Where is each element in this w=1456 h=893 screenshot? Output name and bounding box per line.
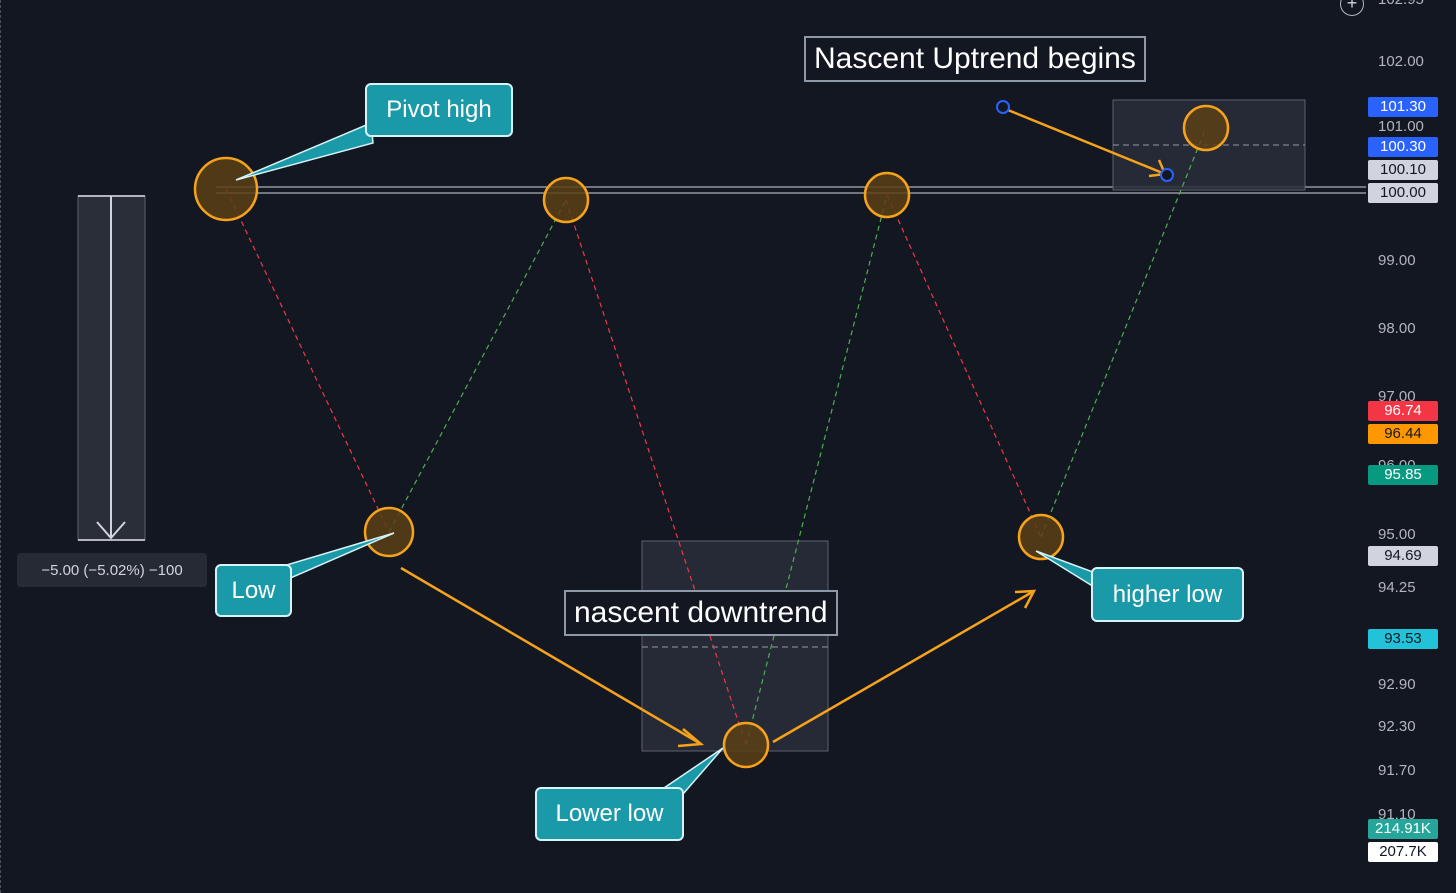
chart-canvas[interactable] — [1, 0, 1367, 893]
up-leg-1[interactable] — [388, 199, 567, 533]
down-leg-3[interactable] — [886, 194, 1042, 538]
up-leg-3[interactable] — [1040, 127, 1207, 538]
price-tick: 102.95 — [1378, 0, 1424, 9]
uptrend-arrow[interactable] — [1002, 106, 1166, 176]
price-tick: 94.25 — [1378, 579, 1416, 596]
price-tag: 95.85 — [1368, 465, 1438, 485]
swing-high-marker-1[interactable] — [542, 176, 590, 224]
uptrend-high-marker[interactable] — [1182, 104, 1230, 152]
nascent-uptrend-label[interactable]: Nascent Uptrend begins — [804, 36, 1146, 82]
price-tick: 101.00 — [1378, 118, 1424, 135]
price-tick: 91.10 — [1378, 806, 1416, 823]
pivot-high-callout[interactable]: Pivot high — [365, 83, 513, 137]
lower-low-marker[interactable] — [722, 721, 770, 769]
price-tick: 102.00 — [1378, 53, 1424, 70]
price-tag: 214.91K — [1368, 819, 1438, 839]
price-tag: 94.69 — [1368, 546, 1438, 566]
chart-area[interactable]: Pivot high Low Lower low higher low nasc… — [0, 0, 1367, 893]
higher-low-arrow[interactable] — [772, 589, 1035, 744]
lower-low-arrow[interactable] — [400, 566, 702, 746]
anchor-handle-end[interactable] — [1160, 168, 1174, 182]
plus-circle-icon: + — [1346, 0, 1358, 13]
down-leg-1[interactable] — [225, 188, 390, 533]
price-tag: 93.53 — [1368, 629, 1438, 649]
higher-low-arrow-head — [1014, 589, 1037, 609]
price-tick: 92.30 — [1378, 718, 1416, 735]
lower-low-arrow-head — [677, 728, 705, 748]
swing-high-marker-2[interactable] — [863, 171, 911, 219]
price-tick: 99.00 — [1378, 252, 1416, 269]
price-tick: 98.00 — [1378, 320, 1416, 337]
price-axis[interactable]: 102.95 102.00 101.00 99.00 98.00 97.00 9… — [1366, 0, 1456, 893]
price-tag: 100.00 — [1368, 183, 1438, 203]
price-tick: 91.70 — [1378, 762, 1416, 779]
price-tag: 207.7K — [1368, 842, 1438, 862]
anchor-handle-start[interactable] — [996, 100, 1010, 114]
pivot-high-marker[interactable] — [193, 156, 259, 222]
price-tag: 100.10 — [1368, 160, 1438, 180]
price-tick: 92.90 — [1378, 676, 1416, 693]
low-marker[interactable] — [363, 506, 415, 558]
price-tag: 100.30 — [1368, 137, 1438, 157]
higher-low-callout[interactable]: higher low — [1091, 567, 1244, 622]
down-leg-2[interactable] — [565, 199, 747, 746]
price-tick: 95.00 — [1378, 526, 1416, 543]
pivot-high-pointer — [235, 121, 374, 181]
higher-low-marker[interactable] — [1017, 513, 1065, 561]
low-callout[interactable]: Low — [215, 564, 292, 617]
price-tick: 97.00 — [1378, 388, 1416, 405]
price-tag: 96.74 — [1368, 401, 1438, 421]
nascent-downtrend-label[interactable]: nascent downtrend — [564, 590, 838, 636]
measure-readout: −5.00 (−5.02%) −100 — [17, 553, 207, 587]
lower-low-callout[interactable]: Lower low — [535, 787, 684, 841]
up-leg-2[interactable] — [745, 194, 888, 746]
price-tag: 101.30 — [1368, 97, 1438, 117]
downtrend-box[interactable] — [641, 540, 829, 752]
price-tag: 96.44 — [1368, 424, 1438, 444]
measure-arrow-head — [96, 521, 126, 540]
